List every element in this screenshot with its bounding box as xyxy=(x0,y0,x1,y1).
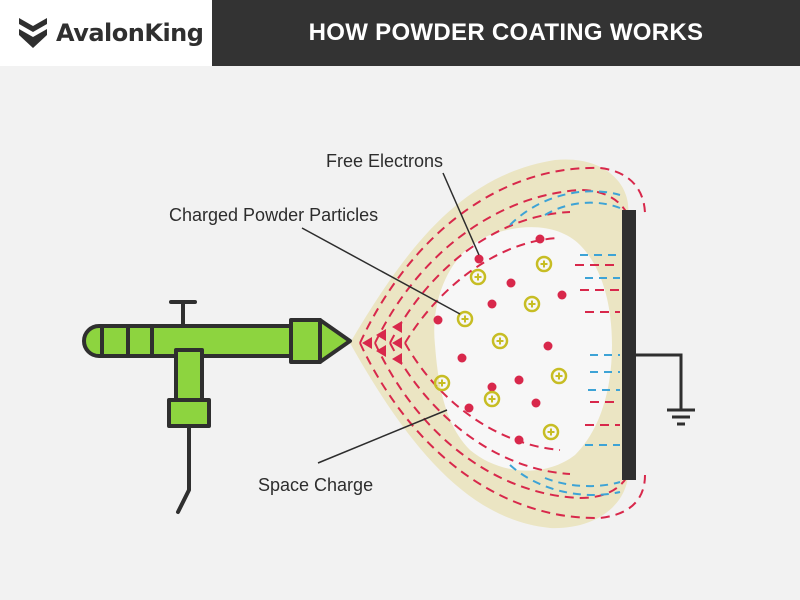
particle xyxy=(483,390,501,408)
brand[interactable]: AvalonKing xyxy=(0,0,212,66)
brand-name: AvalonKing xyxy=(56,19,204,47)
particle xyxy=(491,332,509,350)
powder-coating-diagram: Free Electrons Charged Powder Particles … xyxy=(0,66,800,600)
electron xyxy=(535,234,545,244)
particle xyxy=(535,255,553,273)
particle xyxy=(469,268,487,286)
electron xyxy=(557,290,567,300)
spray-arrows xyxy=(362,321,402,365)
electron xyxy=(514,375,524,385)
electron xyxy=(514,435,524,445)
electron xyxy=(487,382,497,392)
particle xyxy=(550,367,568,385)
powder-cloud xyxy=(434,227,612,471)
blue-field-lines xyxy=(509,190,621,496)
electron xyxy=(543,341,553,351)
label-free-electrons: Free Electrons xyxy=(326,151,443,171)
page-title: HOW POWDER COATING WORKS xyxy=(308,19,704,46)
particle xyxy=(542,423,560,441)
spray-gun-icon xyxy=(82,300,352,514)
electron xyxy=(487,299,497,309)
electron xyxy=(506,278,516,288)
diagram-canvas: Free Electrons Charged Powder Particles … xyxy=(82,151,695,529)
electron xyxy=(474,254,484,264)
electron xyxy=(457,353,467,363)
electron xyxy=(464,403,474,413)
target-plate xyxy=(622,210,636,480)
avalonking-shield-logo-icon xyxy=(19,18,47,48)
ground-symbol-icon xyxy=(636,353,695,426)
free-electrons xyxy=(433,234,567,445)
label-space-charge: Space Charge xyxy=(258,475,373,495)
electron xyxy=(531,398,541,408)
header: AvalonKing HOW POWDER COATING WORKS xyxy=(0,0,800,66)
particle xyxy=(456,310,474,328)
title-bar: HOW POWDER COATING WORKS xyxy=(212,0,800,66)
particle xyxy=(523,295,541,313)
label-charged-powder-particles: Charged Powder Particles xyxy=(169,205,378,225)
particle xyxy=(433,374,451,392)
charged-powder-particles xyxy=(433,255,568,441)
label-leaders xyxy=(301,172,480,464)
electron xyxy=(433,315,443,325)
